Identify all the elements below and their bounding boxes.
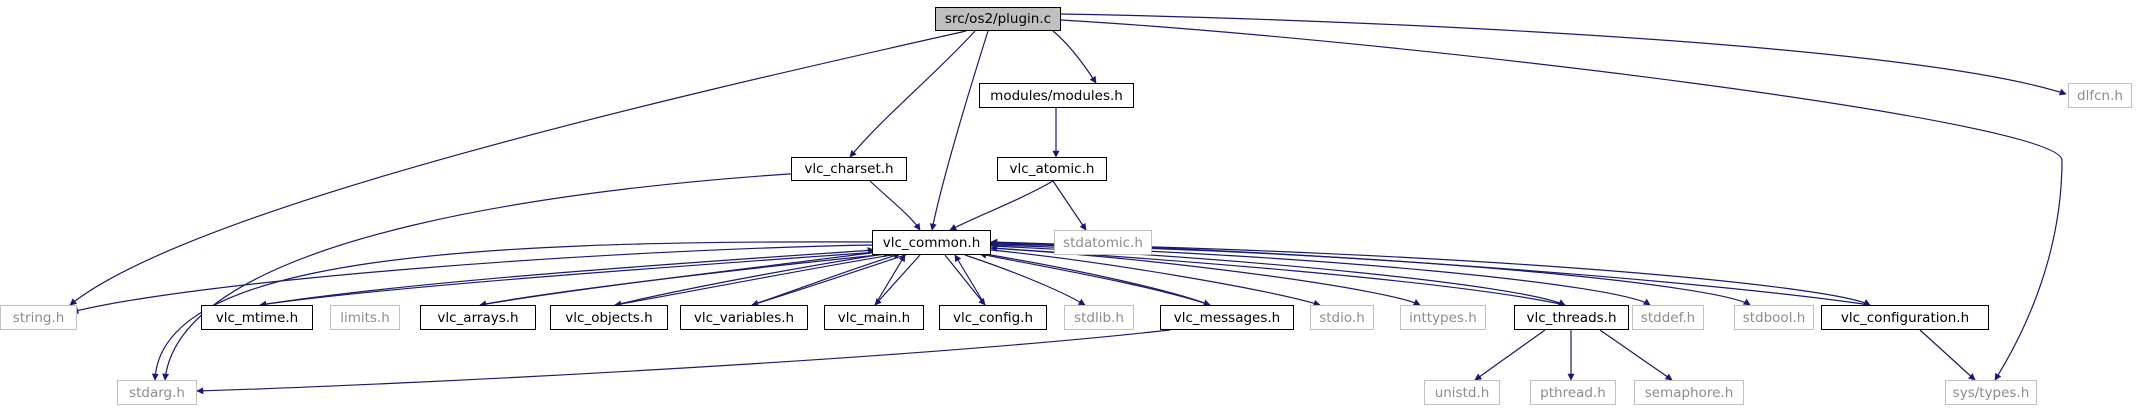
node-vlc-charset-h[interactable]: vlc_charset.h	[791, 157, 907, 181]
node-stdarg-h[interactable]: stdarg.h	[117, 380, 197, 405]
node-label: string.h	[12, 309, 65, 326]
node-label: vlc_objects.h	[565, 309, 653, 326]
dependency-edge	[954, 254, 986, 306]
node-label: vlc_arrays.h	[437, 309, 519, 326]
node-label: vlc_atomic.h	[1009, 161, 1095, 177]
node-vlc-common-h[interactable]: vlc_common.h	[872, 230, 991, 255]
node-vlc-threads-h[interactable]: vlc_threads.h	[1514, 305, 1629, 330]
dependency-edge	[849, 30, 976, 158]
node-vlc-objects-h[interactable]: vlc_objects.h	[550, 305, 668, 330]
node-label: vlc_common.h	[882, 234, 981, 251]
dependency-edge	[990, 242, 1871, 306]
node-vlc-config-h[interactable]: vlc_config.h	[939, 305, 1047, 330]
node-vlc-mtime-h[interactable]: vlc_mtime.h	[201, 305, 313, 330]
node-label: vlc_messages.h	[1173, 309, 1281, 326]
node-vlc-configuration-h[interactable]: vlc_configuration.h	[1821, 305, 1989, 330]
dependency-edge	[1052, 180, 1087, 231]
dependency-edge	[69, 30, 967, 306]
node-root-plugin-c[interactable]: src/os2/plugin.c	[935, 7, 1061, 31]
dependency-edge	[151, 241, 873, 381]
dependency-edge	[990, 243, 1751, 306]
dependency-edge	[1599, 329, 1673, 381]
dependency-edge	[874, 254, 921, 306]
node-label: inttypes.h	[1409, 309, 1477, 326]
node-stdio-h[interactable]: stdio.h	[1310, 305, 1374, 330]
node-label: vlc_charset.h	[804, 161, 894, 177]
node-vlc-variables-h[interactable]: vlc_variables.h	[680, 305, 808, 330]
node-label: vlc_variables.h	[693, 309, 795, 326]
node-label: vlc_config.h	[952, 309, 1034, 326]
node-stdatomic-h[interactable]: stdatomic.h	[1054, 230, 1152, 255]
dependency-edge	[614, 253, 899, 308]
dependency-edge	[259, 246, 875, 306]
dependency-edge	[929, 30, 989, 231]
node-vlc-messages-h[interactable]: vlc_messages.h	[1160, 305, 1294, 330]
dependency-edge	[1474, 329, 1546, 381]
node-vlc-atomic-h[interactable]: vlc_atomic.h	[997, 157, 1107, 181]
node-stddef-h[interactable]: stddef.h	[1632, 305, 1704, 330]
node-label: unistd.h	[1434, 384, 1490, 401]
dependency-edge	[944, 254, 986, 306]
node-inttypes-h[interactable]: inttypes.h	[1400, 305, 1486, 330]
node-label: stdatomic.h	[1063, 234, 1143, 251]
node-semaphore-h[interactable]: semaphore.h	[1634, 380, 1744, 405]
dependency-edge	[979, 251, 1211, 306]
dependency-edge	[869, 180, 921, 231]
node-label: limits.h	[340, 309, 390, 326]
node-label: vlc_mtime.h	[215, 309, 299, 326]
node-vlc-arrays-h[interactable]: vlc_arrays.h	[420, 305, 536, 330]
dependency-edge	[1052, 30, 1097, 84]
node-label: stdbool.h	[1742, 309, 1806, 326]
dependency-edge	[1919, 329, 1976, 381]
node-unistd-h[interactable]: unistd.h	[1424, 380, 1500, 405]
node-stdbool-h[interactable]: stdbool.h	[1734, 305, 1814, 330]
node-modules-h[interactable]: modules/modules.h	[979, 83, 1134, 108]
node-label: pthread.h	[1540, 384, 1606, 401]
node-label: semaphore.h	[1644, 384, 1734, 401]
node-string-h[interactable]: string.h	[0, 305, 77, 330]
node-label: vlc_main.h	[837, 309, 911, 326]
dependency-edge	[479, 253, 889, 308]
node-label: dlfcn.h	[2077, 87, 2123, 104]
node-limits-h[interactable]: limits.h	[330, 305, 400, 330]
dependency-edge	[949, 180, 1054, 231]
node-label: stdarg.h	[129, 384, 185, 401]
dependency-edge	[751, 252, 901, 306]
node-label: stdlib.h	[1074, 309, 1124, 326]
node-dlfcn-h[interactable]: dlfcn.h	[2068, 83, 2132, 108]
node-label: stdio.h	[1319, 309, 1365, 326]
node-label: sys/types.h	[1952, 384, 2030, 401]
dependency-edge	[1060, 19, 2063, 381]
node-stdlib-h[interactable]: stdlib.h	[1064, 305, 1134, 330]
node-label: modules/modules.h	[990, 87, 1123, 104]
dependency-edge	[990, 244, 1566, 306]
dependency-edge	[71, 244, 873, 314]
node-label: vlc_configuration.h	[1840, 309, 1970, 326]
dependency-edge	[259, 251, 879, 308]
node-label: vlc_threads.h	[1526, 309, 1617, 326]
dependency-edge	[1060, 13, 2067, 96]
dependency-edge	[874, 254, 906, 306]
node-label: stddef.h	[1640, 309, 1696, 326]
dependency-edge	[964, 254, 1086, 306]
dependency-edge	[479, 249, 879, 306]
node-sys-types-h[interactable]: sys/types.h	[1945, 380, 2037, 405]
dependency-edge	[990, 249, 1321, 307]
dependency-edge	[614, 250, 891, 306]
node-label: src/os2/plugin.c	[944, 11, 1052, 27]
node-vlc-main-h[interactable]: vlc_main.h	[824, 305, 924, 330]
dependency-edge	[162, 171, 821, 381]
node-pthread-h[interactable]: pthread.h	[1530, 380, 1616, 405]
dependency-edge	[196, 329, 1171, 395]
